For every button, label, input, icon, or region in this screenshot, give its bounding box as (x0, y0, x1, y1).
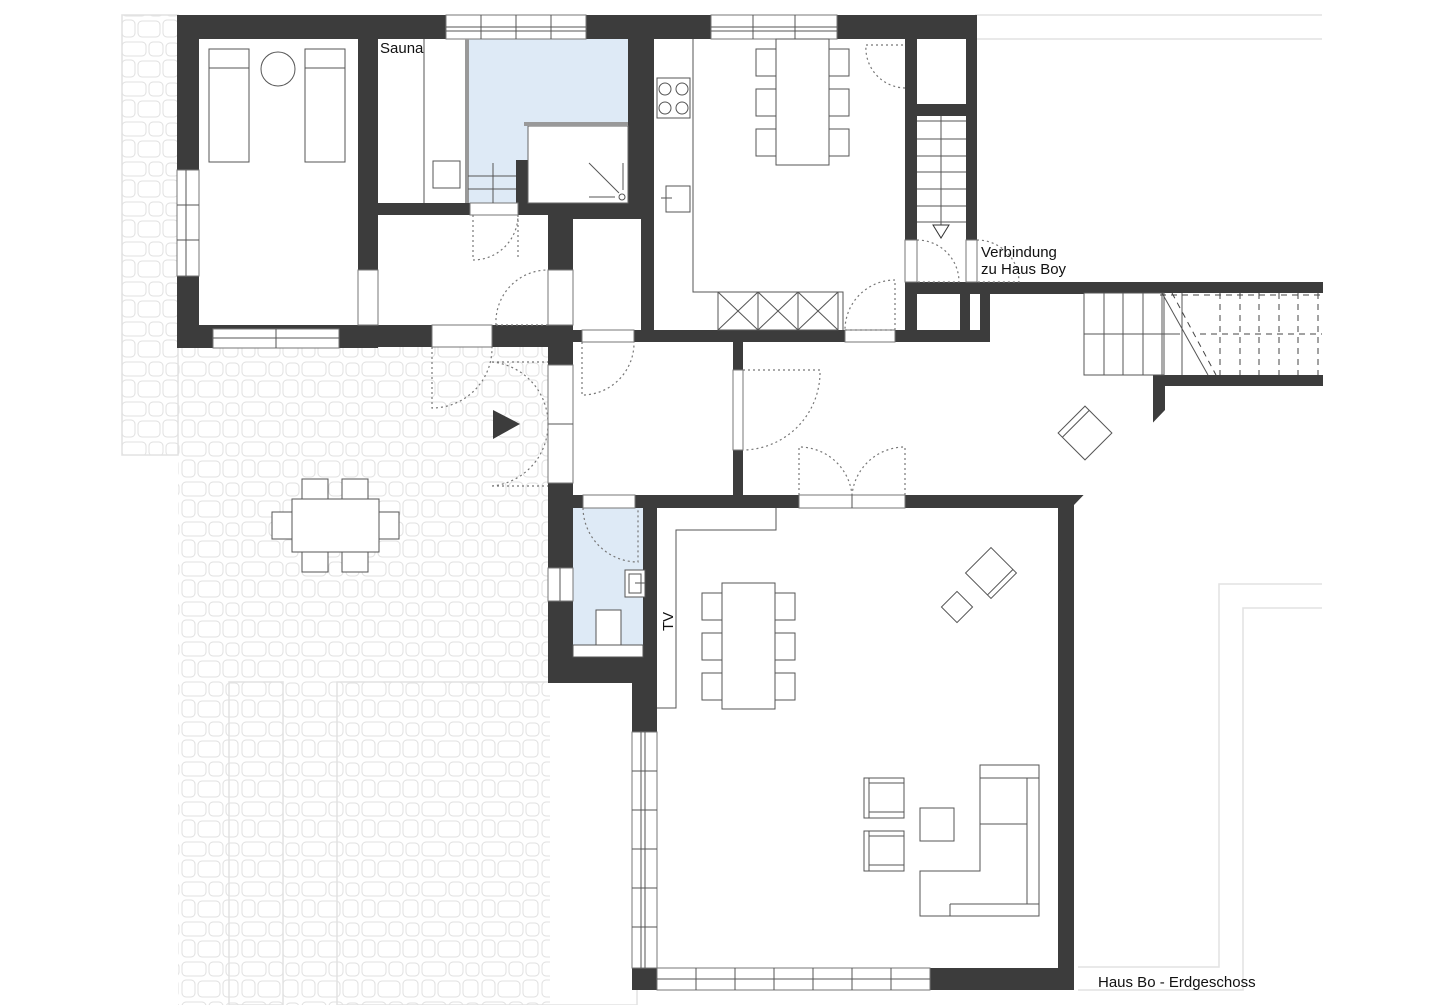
tv-label: TV (660, 611, 677, 631)
plan-title: Haus Bo - Erdgeschoss (1098, 974, 1256, 991)
connection-label-line1: Verbindung (981, 244, 1057, 261)
door-swings (431, 44, 1020, 563)
entrance-arrow-icon (493, 410, 520, 439)
terrace (121, 14, 638, 1005)
interior-stair (917, 116, 966, 239)
windows (176, 14, 931, 991)
wc-fixtures (572, 569, 646, 658)
kitchen-furniture (656, 38, 850, 331)
site-lines (975, 14, 1322, 991)
living-furniture (657, 508, 1040, 917)
connection-label-line2: zu Haus Boy (981, 261, 1067, 278)
stair-down-arrow-icon (932, 224, 950, 239)
sauna-furniture (423, 39, 628, 203)
exterior-stair (1083, 292, 1322, 376)
terrace-table (271, 478, 400, 573)
hall-armchair (1057, 405, 1113, 461)
ruheraum-furniture (208, 48, 346, 163)
rooms (199, 39, 1153, 968)
sauna-label: Sauna (380, 40, 424, 57)
